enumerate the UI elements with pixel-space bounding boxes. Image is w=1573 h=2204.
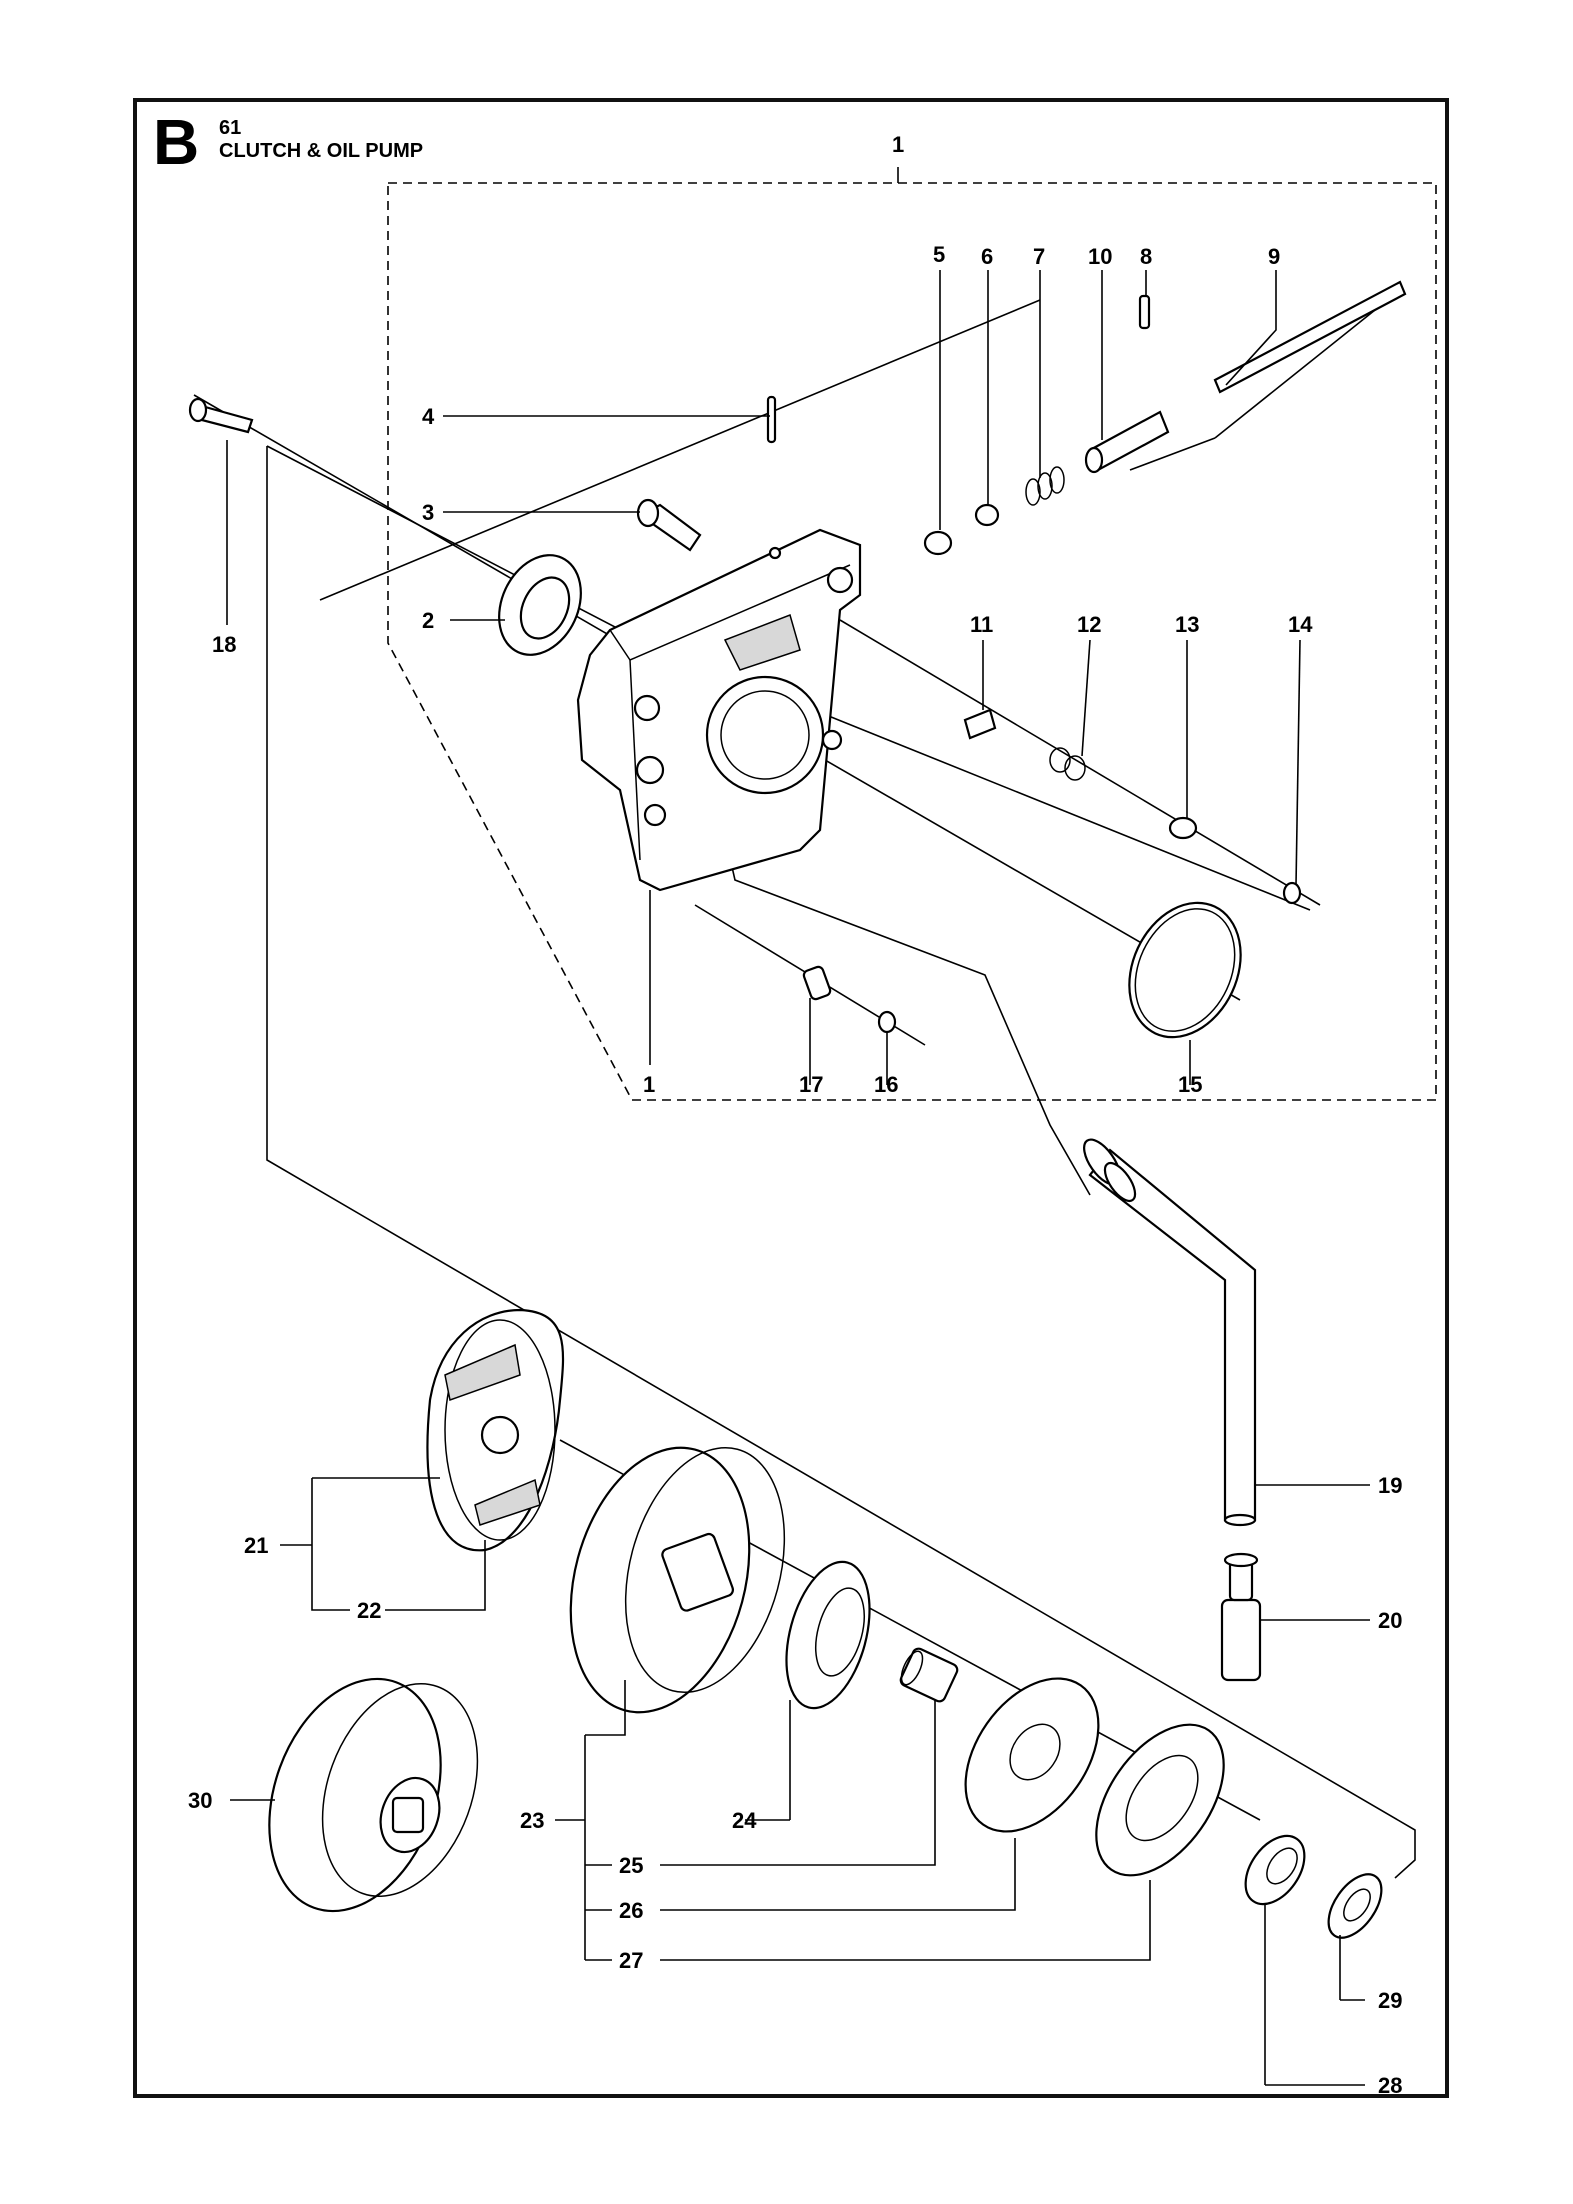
diagram-frame: [133, 98, 1449, 2098]
washer-27-part: [1095, 1723, 1225, 1877]
pin-17-part: [802, 965, 832, 1001]
callout-26: 26: [619, 1898, 643, 1923]
callout-11: 11: [970, 612, 993, 637]
callout-12: 12: [1077, 612, 1101, 637]
callout-17: 17: [799, 1072, 823, 1097]
callout-30: 30: [188, 1788, 212, 1813]
shaft-9-part: [1213, 280, 1407, 394]
callout-20: 20: [1378, 1608, 1402, 1633]
callout-2: 2: [422, 608, 434, 633]
callout-9: 9: [1268, 244, 1280, 269]
callout-27: 27: [619, 1948, 643, 1973]
rim-sprocket-24-part: [785, 1560, 871, 1710]
clip-14-part: [1282, 881, 1302, 905]
assembly-1-boundary: [387, 182, 1437, 1101]
callout-5: 5: [933, 242, 945, 267]
callout-1-top: 1: [892, 132, 904, 157]
part-11: [963, 708, 997, 740]
section-title: CLUTCH & OIL PUMP: [219, 140, 424, 162]
callout-3: 3: [422, 500, 434, 525]
nut-28-part: [1244, 1834, 1306, 1906]
clutch-drum-30-part: [268, 1677, 479, 1913]
pin-4-part: [766, 395, 777, 444]
section-code: 61: [219, 117, 242, 139]
explode-line-main: [266, 446, 1416, 1879]
callout-10: 10: [1088, 244, 1112, 269]
washer-29-part: [1327, 1873, 1383, 1939]
callout-8: 8: [1140, 244, 1152, 269]
seal-ring-part: [498, 554, 582, 656]
callout-1-bottom: 1: [643, 1072, 655, 1097]
needle-bearing-25-part: [899, 1647, 959, 1703]
callout-16: 16: [874, 1072, 898, 1097]
oil-filter-20-part: [1220, 1552, 1262, 1682]
callout-6: 6: [981, 244, 993, 269]
callout-7: 7: [1033, 244, 1045, 269]
spring-7-part: [1025, 466, 1065, 506]
oil-pump-housing-part: [576, 528, 862, 892]
callout-4: 4: [422, 404, 435, 429]
clutch-drum-23-part: [569, 1446, 786, 1714]
callout-19: 19: [1378, 1473, 1402, 1498]
callout-14: 14: [1288, 612, 1313, 637]
section-letter: B: [153, 106, 200, 178]
washer-6-part: [974, 503, 1000, 527]
screw-18-part: [188, 397, 254, 434]
pump-piston-10-part: [1084, 410, 1170, 474]
callout-21: 21: [244, 1533, 268, 1558]
washer-16-part: [877, 1010, 897, 1034]
callout-18: 18: [212, 632, 236, 657]
spring-12-part: [1049, 747, 1086, 781]
callout-22: 22: [357, 1598, 381, 1623]
oil-pipe-19-part: [1083, 1138, 1257, 1527]
o-ring-15-part: [1128, 901, 1242, 1039]
pin-8-part: [1138, 294, 1151, 330]
valve-screw-part: [636, 498, 702, 552]
clutch-21-part: [426, 1308, 565, 1552]
drum-plate-26-part: [964, 1677, 1100, 1833]
washer-5-part: [923, 530, 953, 556]
callout-28: 28: [1378, 2073, 1402, 2098]
washer-13-part: [1168, 816, 1198, 840]
callout-24: 24: [732, 1808, 757, 1833]
callout-15: 15: [1178, 1072, 1202, 1097]
callout-13: 13: [1175, 612, 1199, 637]
callout-29: 29: [1378, 1988, 1402, 2013]
callout-25: 25: [619, 1853, 643, 1878]
callout-23: 23: [520, 1808, 544, 1833]
